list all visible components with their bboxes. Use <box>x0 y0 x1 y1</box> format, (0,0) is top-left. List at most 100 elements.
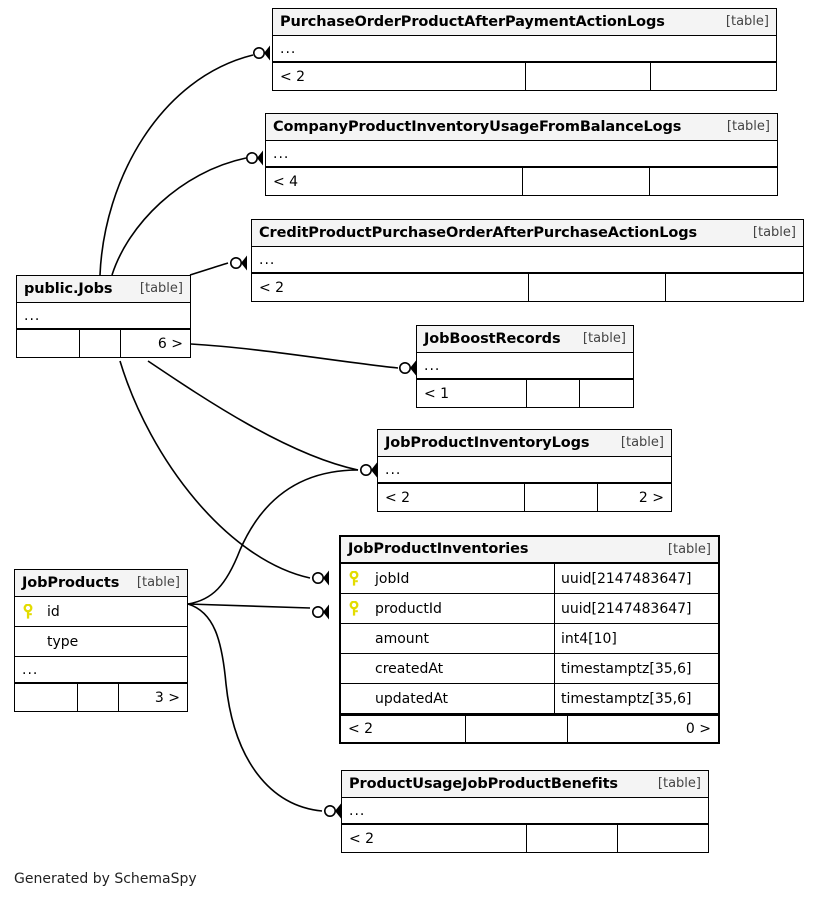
table-name: ProductUsageJobProductBenefits <box>349 775 618 792</box>
table-footer: < 2 <box>273 62 776 90</box>
table-name: CreditProductPurchaseOrderAfterPurchaseA… <box>259 224 698 241</box>
table-footer: < 2 2 > <box>378 483 671 511</box>
footer-left: < 1 <box>424 385 450 402</box>
column-type: timestamptz[35,6] <box>554 654 718 683</box>
table-row: jobId uuid[2147483647] <box>341 564 718 594</box>
table-node-job-product-inventory-logs[interactable]: JobProductInventoryLogs [table] ... < 2 … <box>377 429 672 512</box>
generated-by-label: Generated by SchemaSpy <box>14 871 197 887</box>
column-name: ... <box>24 307 41 324</box>
column-name: ... <box>273 145 290 162</box>
table-name: PurchaseOrderProductAfterPaymentActionLo… <box>280 13 665 30</box>
column-name: ... <box>349 802 366 819</box>
table-footer: 6 > <box>17 329 190 357</box>
table-header: CreditProductPurchaseOrderAfterPurchaseA… <box>252 220 803 247</box>
footer-right <box>649 168 777 195</box>
table-tag: [table] <box>725 14 769 29</box>
table-row: ... <box>17 303 190 329</box>
column-name: ... <box>259 251 276 268</box>
table-name: JobProductInventoryLogs <box>385 434 590 451</box>
column-name: updatedAt <box>375 690 449 707</box>
edge-jobs-to-creditproduct <box>189 262 229 276</box>
edge-jobproducts-to-productusagejobproductbenefits <box>187 603 323 812</box>
table-header: JobProductInventoryLogs [table] <box>378 430 671 457</box>
table-row: productId uuid[2147483647] <box>341 594 718 624</box>
table-row: ... <box>417 353 633 379</box>
table-node-public-jobs[interactable]: public.Jobs [table] ... 6 > <box>16 275 191 358</box>
footer-left: < 2 <box>349 830 375 847</box>
table-name: JobBoostRecords <box>424 330 561 347</box>
footer-mid <box>465 716 567 742</box>
edge-jobs-to-jobboostrecords <box>190 343 399 369</box>
table-footer: < 2 <box>252 273 803 301</box>
table-footer: < 4 <box>266 167 777 195</box>
table-row: ... <box>273 36 776 62</box>
table-tag: [table] <box>726 119 770 134</box>
table-header: JobProductInventories [table] <box>341 537 718 564</box>
column-name: id <box>47 603 60 620</box>
column-name: ... <box>424 357 441 374</box>
table-row: ... <box>252 247 803 273</box>
key-icon <box>341 600 367 617</box>
footer-right: 0 > <box>567 716 718 742</box>
footer-mid <box>79 330 120 357</box>
footer-mid <box>77 684 118 711</box>
table-node-company-product-inventory-usage-from-balance-logs[interactable]: CompanyProductInventoryUsageFromBalanceL… <box>265 113 778 196</box>
table-header: JobBoostRecords [table] <box>417 326 633 353</box>
footer-right: 3 > <box>118 684 187 711</box>
table-row: amount int4[10] <box>341 624 718 654</box>
table-tag: [table] <box>620 435 664 450</box>
column-name: amount <box>375 630 430 647</box>
footer-mid <box>528 274 665 301</box>
footer-right <box>617 825 708 852</box>
edge-jobs-to-jobproductinventories <box>119 360 311 579</box>
column-name: createdAt <box>375 660 444 677</box>
footer-left: < 4 <box>273 173 299 190</box>
table-tag: [table] <box>136 575 180 590</box>
column-type: uuid[2147483647] <box>554 594 718 623</box>
footer-right <box>665 274 803 301</box>
column-name: type <box>47 633 79 650</box>
table-row: type <box>15 627 187 657</box>
table-row: ... <box>378 457 671 483</box>
table-header: PurchaseOrderProductAfterPaymentActionLo… <box>273 9 776 36</box>
table-tag: [table] <box>657 776 701 791</box>
table-node-job-product-inventories[interactable]: JobProductInventories [table] jobId uuid… <box>339 535 720 744</box>
edge-jobproducts-to-jobproductinventorylogs <box>187 469 359 605</box>
table-node-purchase-order-product-after-payment-action-logs[interactable]: PurchaseOrderProductAfterPaymentActionLo… <box>272 8 777 91</box>
column-type: uuid[2147483647] <box>554 564 718 593</box>
key-icon <box>15 603 41 620</box>
edge-jobproducts-to-jobproductinventories <box>187 603 311 609</box>
table-row: ... <box>15 657 187 683</box>
footer-left <box>15 684 77 711</box>
column-type: timestamptz[35,6] <box>554 684 718 713</box>
edge-jobs-to-jobproductinventorylogs <box>147 360 359 471</box>
table-node-job-boost-records[interactable]: JobBoostRecords [table] ... < 1 <box>416 325 634 408</box>
footer-right <box>650 63 776 90</box>
table-node-product-usage-job-product-benefits[interactable]: ProductUsageJobProductBenefits [table] .… <box>341 770 709 853</box>
key-icon <box>341 570 367 587</box>
table-node-credit-product-purchase-order-after-purchase-action-logs[interactable]: CreditProductPurchaseOrderAfterPurchaseA… <box>251 219 804 302</box>
table-row: ... <box>266 141 777 167</box>
table-tag: [table] <box>752 225 796 240</box>
footer-right: 2 > <box>597 484 671 511</box>
table-row: createdAt timestamptz[35,6] <box>341 654 718 684</box>
column-type: int4[10] <box>554 624 718 653</box>
footer-mid <box>524 484 597 511</box>
footer-left: < 2 <box>385 489 411 506</box>
edge-jobs-to-companyproduct <box>111 157 247 276</box>
table-footer: 3 > <box>15 683 187 711</box>
table-tag: [table] <box>139 281 183 296</box>
table-row: updatedAt timestamptz[35,6] <box>341 684 718 714</box>
footer-mid <box>522 168 649 195</box>
table-node-job-products[interactable]: JobProducts [table] id type ... 3 > <box>14 569 188 712</box>
table-header: public.Jobs [table] <box>17 276 190 303</box>
footer-left <box>17 330 79 357</box>
footer-mid <box>525 825 618 852</box>
table-tag: [table] <box>667 541 711 557</box>
column-name: jobId <box>375 570 410 587</box>
table-footer: < 2 0 > <box>341 714 718 742</box>
table-footer: < 2 <box>342 824 708 852</box>
table-footer: < 1 <box>417 379 633 407</box>
footer-mid <box>525 380 579 407</box>
